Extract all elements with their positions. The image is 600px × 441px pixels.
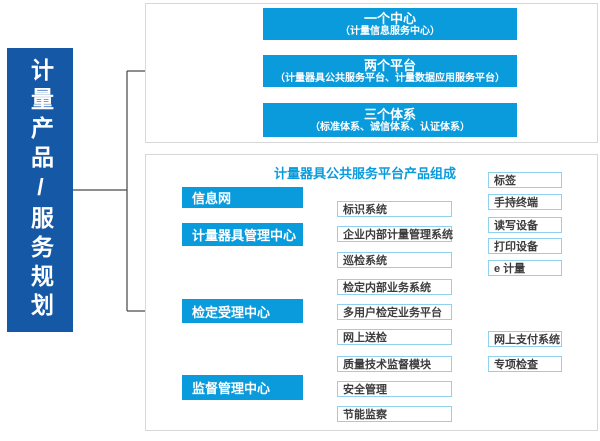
node-inspection-system: 巡检系统 [337, 252, 452, 268]
node-online-submission: 网上送检 [337, 329, 452, 345]
node-title: 两个平台 [363, 57, 416, 73]
root-title-box: 计量产品/服务规划 [7, 48, 73, 332]
node-two-platforms: 两个平台 （计量器具公共服务平台、计量数据应用服务平台） [263, 55, 517, 87]
composition-title: 计量器具公共服务平台产品组成 [273, 166, 456, 181]
node-tag: 标签 [488, 172, 562, 188]
node-handheld-terminal: 手持终端 [488, 194, 562, 210]
node-subtitle: （计量器具公共服务平台、计量数据应用服务平台） [275, 72, 505, 84]
node-safety-management: 安全管理 [337, 381, 452, 397]
node-verification-internal-system: 检定内部业务系统 [337, 279, 452, 295]
node-multiuser-verification-platform: 多用户检定业务平台 [337, 304, 452, 320]
node-supervision-center: 监督管理中心 [182, 375, 303, 400]
node-special-inspection: 专项检查 [488, 356, 562, 372]
node-info-network: 信息网 [182, 187, 303, 208]
node-subtitle: （标准体系、诚信体系、认证体系） [310, 121, 470, 133]
node-online-payment: 网上支付系统 [488, 331, 562, 347]
node-title: 一个中心 [363, 10, 416, 26]
node-enterprise-metering-system: 企业内部计量管理系统 [337, 226, 453, 242]
node-subtitle: （计量信息服务中心） [340, 25, 440, 37]
node-id-system: 标识系统 [337, 201, 452, 217]
node-one-center: 一个中心 （计量信息服务中心） [263, 8, 517, 40]
node-quality-supervision-module: 质量技术监督模块 [337, 356, 452, 372]
node-printer: 打印设备 [488, 238, 562, 254]
node-energy-monitoring: 节能监察 [337, 406, 452, 422]
node-title: 三个体系 [363, 106, 416, 122]
node-reader-writer: 读写设备 [488, 217, 562, 233]
node-three-systems: 三个体系 （标准体系、诚信体系、认证体系） [263, 103, 517, 137]
node-e-metering: e 计量 [488, 260, 562, 276]
node-verification-center: 检定受理中心 [182, 299, 303, 323]
root-title-label: 计量产品/服务规划 [27, 58, 54, 322]
node-instrument-mgmt-center: 计量器具管理中心 [182, 223, 303, 246]
